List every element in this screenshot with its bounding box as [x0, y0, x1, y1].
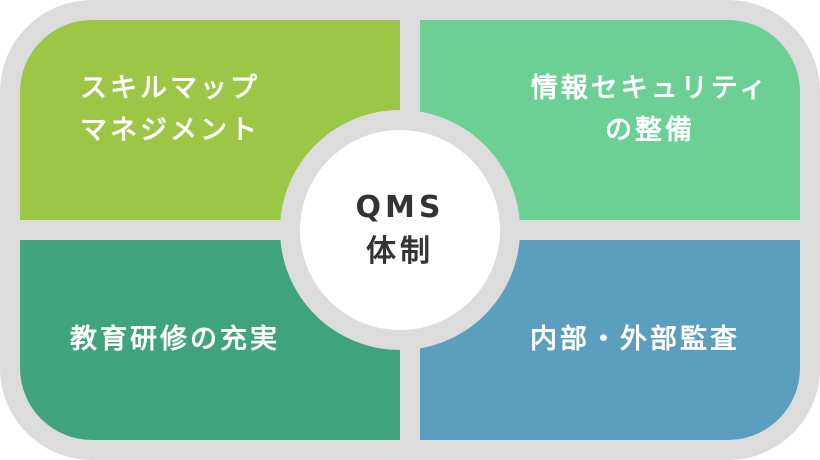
quadrant-audit-label: 内部・外部監査 [530, 324, 740, 355]
quadrant-information-security-label: 情報セキュリティ の整備 [530, 73, 770, 146]
quadrant-skill-map-label: スキルマップ マネジメント [80, 73, 260, 146]
center-label: QMS 体制 [355, 190, 445, 269]
quadrant-education-training-label: 教育研修の充実 [70, 324, 280, 355]
center-circle: QMS 体制 [300, 130, 500, 330]
